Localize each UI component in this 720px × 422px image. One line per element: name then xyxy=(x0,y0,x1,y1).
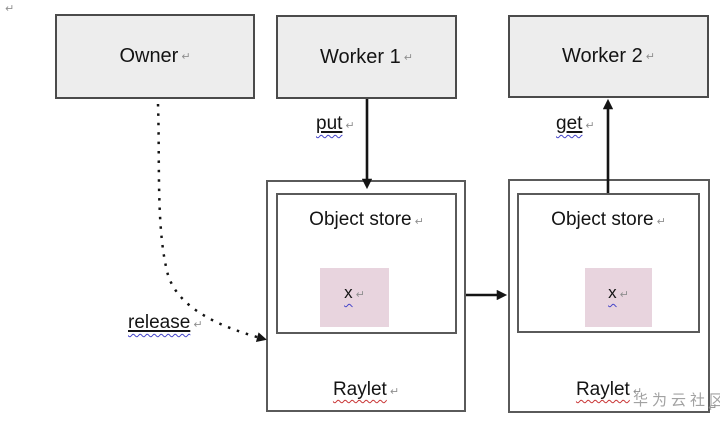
owner-label: Owner xyxy=(119,45,179,67)
paragraph-mark: ↵ xyxy=(619,288,629,301)
worker1-label: Worker 1 xyxy=(320,45,401,68)
paragraph-mark: ↵ xyxy=(345,119,355,132)
paragraph-mark: ↵ xyxy=(355,288,365,301)
paragraph-mark: ↵ xyxy=(632,385,643,398)
release-edge-label: releaserelease↵ xyxy=(128,312,203,333)
paragraph-mark: ↵ xyxy=(193,318,203,331)
paragraph-mark: ↵ xyxy=(708,401,718,414)
object-x2-label: xx↵ xyxy=(608,283,629,302)
object-store2-label: Object store↵ xyxy=(551,209,666,230)
paragraph-mark: ↵ xyxy=(181,50,191,63)
worker2-label: Worker 2 xyxy=(562,45,643,67)
object-x2-chip xyxy=(585,268,652,327)
get-edge-label: getget↵ xyxy=(556,113,595,134)
raylet1-label: RayletRaylet↵ xyxy=(332,379,400,400)
paragraph-mark: ↵ xyxy=(414,215,424,228)
raylet2-label: RayletRaylet↵ xyxy=(575,379,643,400)
object-x1-chip xyxy=(320,268,389,327)
object-store1-label: Object store↵ xyxy=(309,209,424,230)
paragraph-mark: ↵ xyxy=(389,385,400,398)
paragraph-mark: ↵ xyxy=(656,215,666,228)
paragraph-mark: ↵ xyxy=(585,119,595,132)
worker1-node: Worker 1↵ xyxy=(276,15,457,99)
release-arrow xyxy=(156,103,267,342)
owner-node: Owner↵ xyxy=(55,14,255,99)
put-edge-label: putput↵ xyxy=(316,113,355,134)
paragraph-mark: ↵ xyxy=(5,2,15,15)
watermark: 华为云社区 xyxy=(633,392,720,409)
worker2-node: Worker 2↵ xyxy=(508,15,709,98)
paragraph-mark: ↵ xyxy=(645,50,655,63)
object-x1-label: xx↵ xyxy=(344,283,365,302)
paragraph-mark: ↵ xyxy=(403,50,413,64)
